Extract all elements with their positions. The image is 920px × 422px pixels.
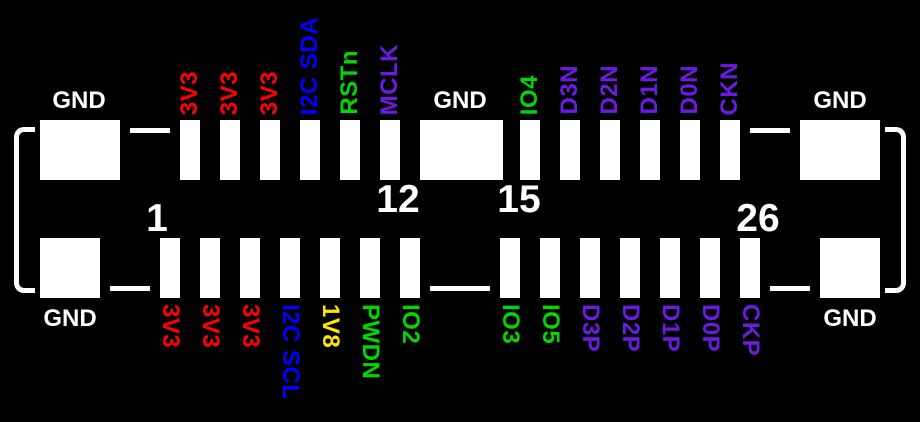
pin-bottom-3v3-2 (200, 238, 220, 298)
pin-top-3v3-3 (260, 120, 280, 180)
pin-number-26: 26 (736, 197, 780, 240)
pin-label-d1p: D1P (657, 304, 684, 353)
dash-top-right (750, 128, 790, 133)
pin-top-3v3-1 (180, 120, 200, 180)
pin-label-i2c-sda: I2C SDA (296, 16, 323, 115)
dash-bottom-right (770, 286, 810, 291)
pin-label-1v8: 1V8 (317, 304, 344, 349)
pin-bottom-d2p (620, 238, 640, 298)
pin-label-ckp: CKP (737, 304, 764, 357)
pin-label-mclk: MCLK (376, 43, 403, 115)
pin-top-ckn (720, 120, 740, 180)
gnd-label-top-middle: GND (433, 87, 487, 114)
pin-bottom-i2c-scl (280, 238, 300, 298)
pin-bottom-d1p (660, 238, 680, 298)
gnd-pad-bottom-right (820, 238, 880, 298)
pin-label-d3p: D3P (577, 304, 604, 353)
pin-number-15: 15 (497, 178, 541, 221)
pin-top-rstn (340, 120, 360, 180)
pin-bottom-3v3-3 (240, 238, 260, 298)
pin-bottom-3v3-1 (160, 238, 180, 298)
pin-top-i2c-sda (300, 120, 320, 180)
pin-top-d2n (600, 120, 620, 180)
pin-label-d0p: D0P (697, 304, 724, 353)
gnd-label-bottom-left: GND (43, 305, 97, 332)
pin-bottom-io5 (540, 238, 560, 298)
pin-label-ckn: CKN (716, 61, 743, 116)
gnd-label-top-right: GND (813, 87, 867, 114)
pin-top-3v3-2 (220, 120, 240, 180)
pin-label-top-3v3-2: 3V3 (216, 70, 243, 115)
gnd-pad-top-middle (420, 120, 503, 180)
gnd-label-top-left: GND (52, 87, 106, 114)
left-bracket (14, 127, 35, 293)
pin-top-d3n (560, 120, 580, 180)
pin-top-d0n (680, 120, 700, 180)
pin-label-d2n: D2N (596, 65, 623, 115)
pin-number-12: 12 (376, 178, 420, 221)
pin-label-pwdn: PWDN (357, 304, 384, 380)
right-bracket (885, 127, 906, 293)
pin-label-i2c-scl: I2C SCL (277, 304, 304, 400)
gnd-label-bottom-right: GND (823, 305, 877, 332)
pin-bottom-io2 (400, 238, 420, 298)
pin-label-top-3v3-3: 3V3 (256, 70, 283, 115)
pin-bottom-io3 (500, 238, 520, 298)
pin-label-d3n: D3N (556, 65, 583, 115)
pin-label-d2p: D2P (617, 304, 644, 353)
pin-label-bottom-3v3-1: 3V3 (157, 304, 184, 349)
pin-bottom-ckp (740, 238, 760, 298)
gnd-pad-bottom-left (40, 238, 100, 298)
pin-bottom-d3p (580, 238, 600, 298)
pin-number-1: 1 (146, 197, 168, 240)
pin-label-bottom-3v3-2: 3V3 (197, 304, 224, 349)
pin-label-d1n: D1N (636, 65, 663, 115)
pin-label-io4: IO4 (516, 74, 543, 115)
pin-label-io2: IO2 (397, 304, 424, 345)
pin-label-io5: IO5 (537, 304, 564, 345)
pin-top-mclk (380, 120, 400, 180)
pin-label-io3: IO3 (497, 304, 524, 345)
pin-label-top-3v3-1: 3V3 (176, 70, 203, 115)
gnd-pad-top-right (800, 120, 880, 180)
pin-label-rstn: RSTn (336, 50, 363, 115)
gnd-pad-top-left (40, 120, 120, 180)
dash-top-left (130, 128, 170, 133)
pin-top-d1n (640, 120, 660, 180)
pin-label-d0n: D0N (676, 65, 703, 115)
pin-label-bottom-3v3-3: 3V3 (237, 304, 264, 349)
pin-top-io4 (520, 120, 540, 180)
pin-bottom-pwdn (360, 238, 380, 298)
dash-bottom-middle (430, 286, 490, 291)
pin-bottom-d0p (700, 238, 720, 298)
pin-bottom-1v8 (320, 238, 340, 298)
dash-bottom-left (110, 286, 150, 291)
